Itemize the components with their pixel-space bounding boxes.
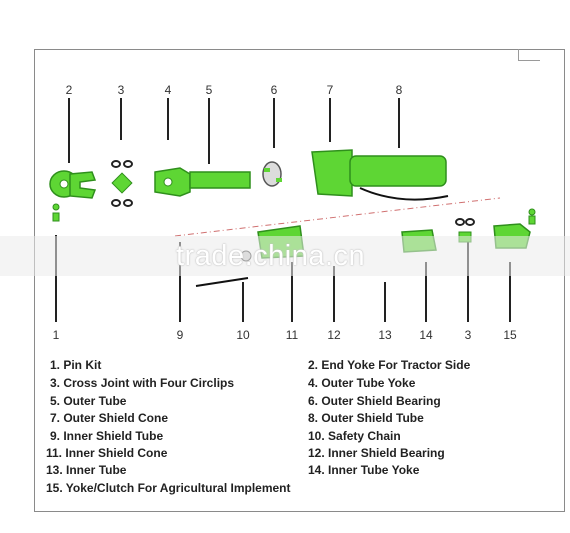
diagram-frame (34, 49, 565, 512)
parts-legend: 1. Pin Kit 2. End Yoke For Tractor Side … (44, 358, 564, 504)
legend-item: 1. Pin Kit (50, 358, 102, 372)
legend-item: 11. Inner Shield Cone (46, 446, 168, 460)
outer-shield-part (311, 149, 449, 201)
watermark-text: trade.china.cn (176, 240, 366, 272)
callout-number: 14 (419, 328, 433, 342)
watermark-band (0, 236, 570, 276)
callout-number: 12 (327, 328, 341, 342)
legend-item: 13. Inner Tube (46, 463, 127, 477)
legend-item: 15. Yoke/Clutch For Agricultural Impleme… (46, 481, 291, 495)
callout-number: 7 (327, 83, 334, 97)
legend-item: 6. Outer Shield Bearing (308, 394, 441, 408)
legend-item: 3. Cross Joint with Four Circlips (50, 376, 235, 390)
callout-number: 1 (53, 328, 60, 342)
outer-shield-bearing-part (262, 161, 282, 187)
callout-number: 3 (465, 328, 472, 342)
legend-item: 9. Inner Shield Tube (50, 429, 164, 443)
callout-number: 4 (165, 83, 172, 97)
callout-number: 8 (396, 83, 403, 97)
legend-item: 14. Inner Tube Yoke (308, 463, 420, 477)
corner-mark (518, 49, 540, 61)
legend-item: 4. Outer Tube Yoke (308, 376, 416, 390)
legend-item: 7. Outer Shield Cone (50, 411, 169, 425)
legend-item: 5. Outer Tube (50, 394, 127, 408)
callout-number: 6 (271, 83, 278, 97)
callout-number: 5 (206, 83, 213, 97)
callout-number: 3 (118, 83, 125, 97)
legend-item: 8. Outer Shield Tube (308, 411, 424, 425)
callout-number: 11 (286, 328, 299, 342)
end-yoke-part (49, 170, 97, 199)
center-line (174, 197, 501, 237)
legend-item: 12. Inner Shield Bearing (308, 446, 445, 460)
callout-number: 2 (66, 83, 73, 97)
pin-kit-part (52, 203, 60, 222)
legend-item: 10. Safety Chain (308, 429, 401, 443)
cross-joint-part (111, 160, 133, 207)
leader-lines-top (68, 98, 400, 164)
legend-item: 2. End Yoke For Tractor Side (308, 358, 471, 372)
callout-number: 9 (177, 328, 184, 342)
callout-number: 13 (378, 328, 392, 342)
callout-number: 10 (236, 328, 250, 342)
callout-number: 15 (503, 328, 517, 342)
outer-tube-part (154, 167, 251, 197)
